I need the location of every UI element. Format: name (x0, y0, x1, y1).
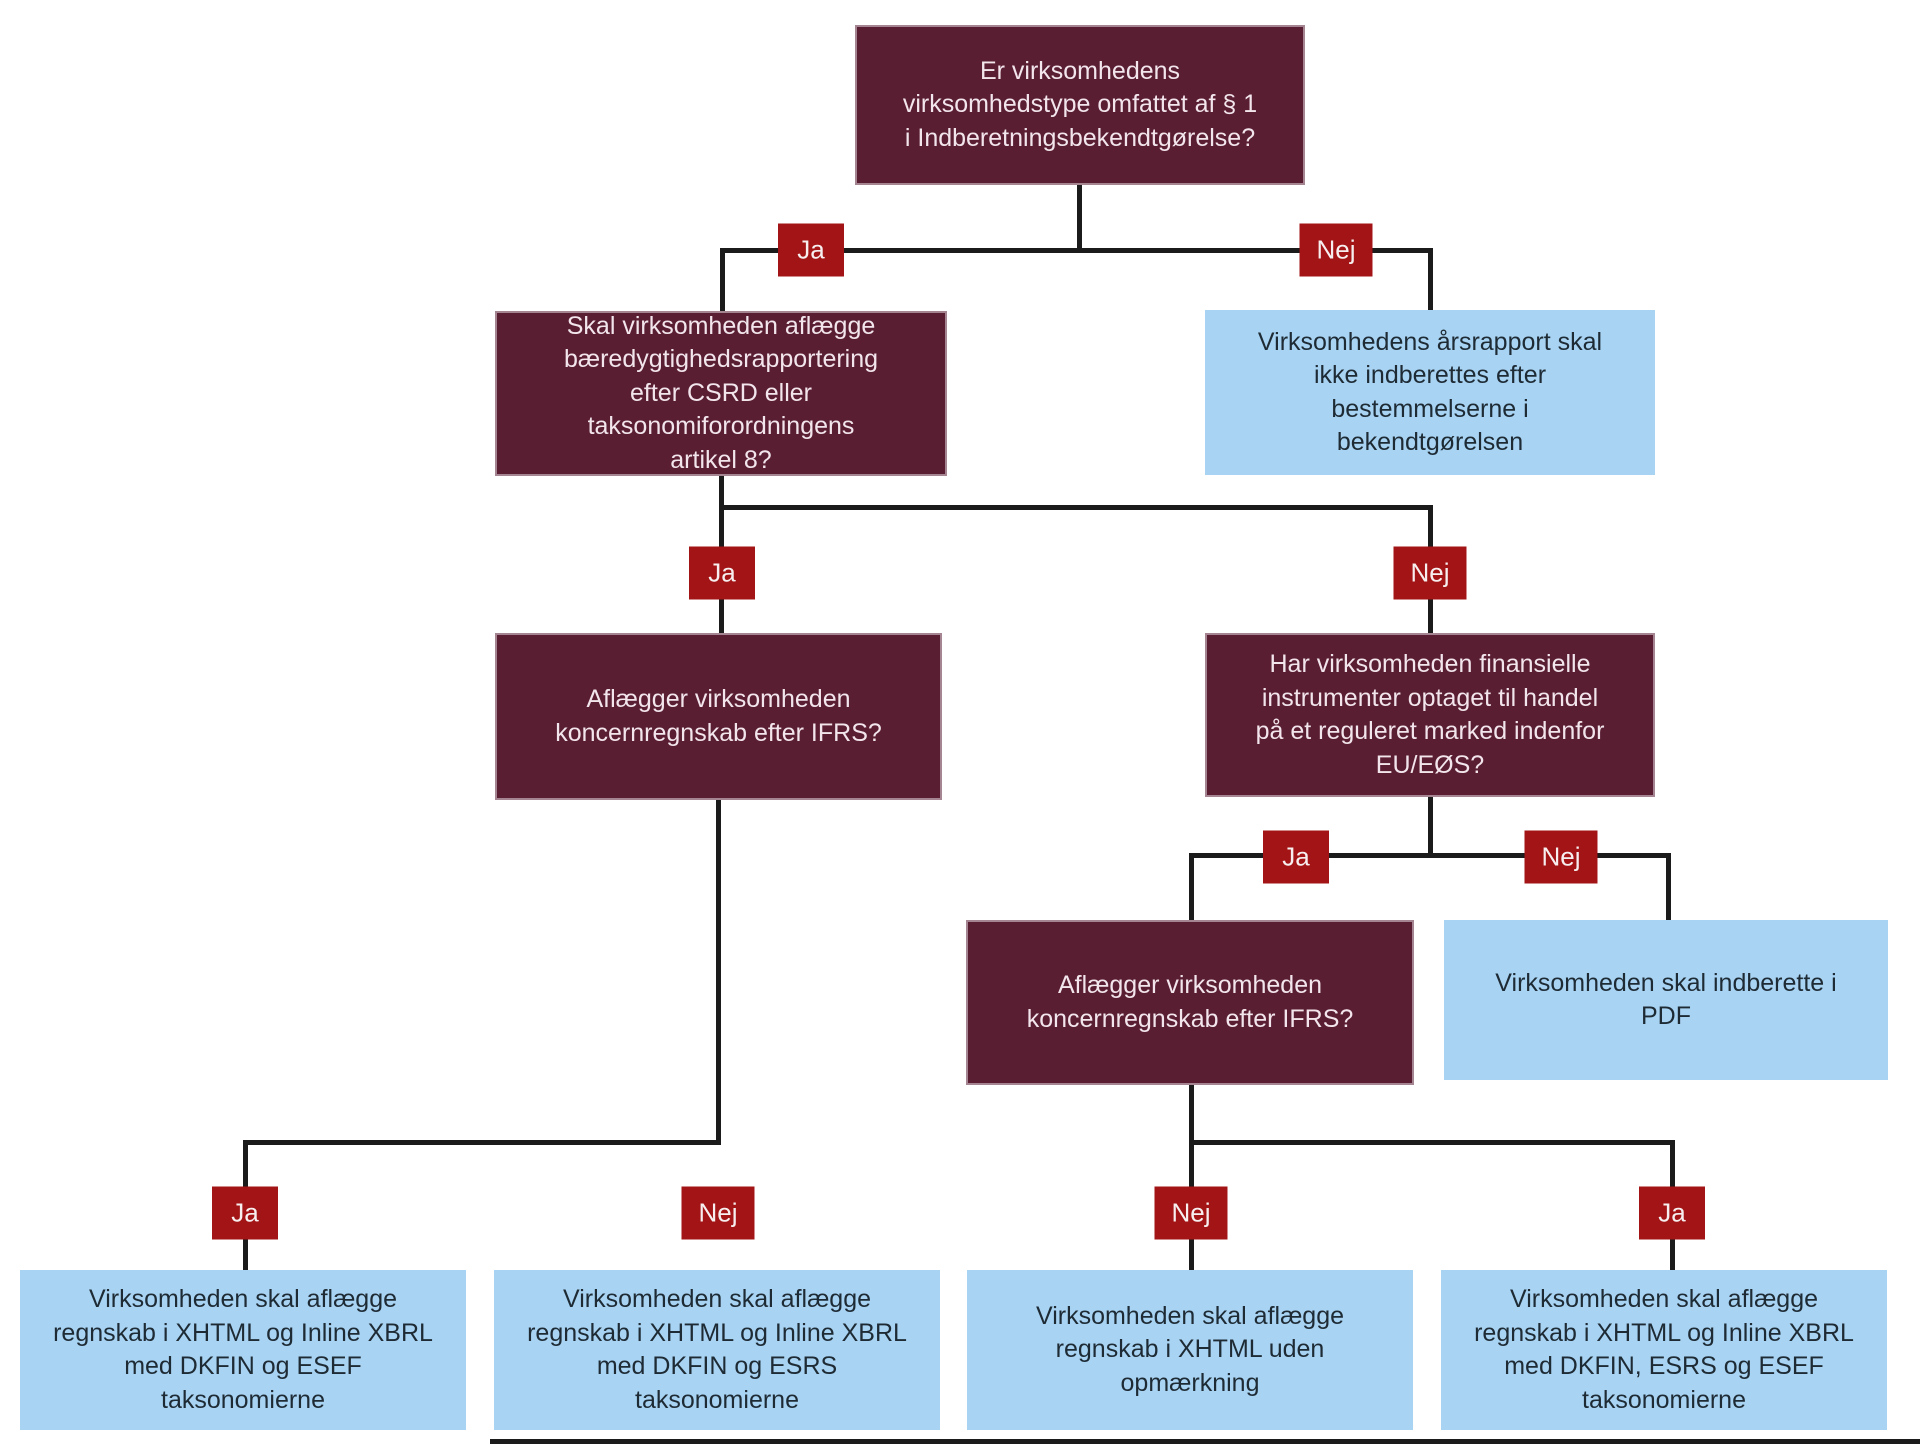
edge-label-ja: Ja (1639, 1186, 1705, 1240)
connector-line (1428, 797, 1433, 858)
edge-label-nej: Nej (1154, 1186, 1228, 1240)
outcome-ikke-indberettes: Virksomhedens årsrapport skal ikke indbe… (1205, 310, 1655, 475)
decision-ifrs-hoejre: Aflægger virksomheden koncernregnskab ef… (966, 920, 1414, 1085)
edge-label-nej: Nej (1524, 830, 1598, 884)
connector-line (1189, 1085, 1194, 1273)
decision-virksomhedstype-text: Er virksomhedens virksomhedstype omfatte… (902, 56, 1258, 152)
outcome-pdf: Virksomheden skal indberette i PDF (1444, 920, 1888, 1080)
decision-finansielle-instrumenter: Har virksomheden finansielle instrumente… (1205, 633, 1655, 797)
outcome-dkfin-esrs-text: Virksomheden skal aflægge regnskab i XHT… (527, 1285, 907, 1414)
edge-label-nej: Nej (1299, 223, 1373, 277)
decision-virksomhedstype: Er virksomhedens virksomhedstype omfatte… (855, 25, 1305, 185)
decision-csrd-taksonomi-text: Skal virksomheden aflægge bæredygtigheds… (563, 311, 879, 474)
connector-line (1189, 1140, 1675, 1145)
edge-label-ja: Ja (778, 223, 844, 277)
outcome-dkfin-esef-text: Virksomheden skal aflægge regnskab i XHT… (53, 1285, 433, 1414)
decision-csrd-taksonomi: Skal virksomheden aflægge bæredygtigheds… (495, 311, 947, 476)
connector-line (716, 800, 721, 1145)
connector-line (1666, 853, 1671, 923)
outcome-ikke-indberettes-text: Virksomhedens årsrapport skal ikke indbe… (1257, 327, 1603, 457)
decision-ifrs-venstre-text: Aflægger virksomheden koncernregnskab ef… (555, 685, 882, 747)
outcome-xhtml-uden-opmaerkning-text: Virksomheden skal aflægge regnskab i XHT… (1035, 1301, 1345, 1397)
outcome-dkfin-esef: Virksomheden skal aflægge regnskab i XHT… (20, 1270, 466, 1430)
connector-line (1077, 183, 1082, 253)
decision-finansielle-instrumenter-text: Har virksomheden finansielle instrumente… (1255, 650, 1605, 779)
decision-ifrs-hoejre-text: Aflægger virksomheden koncernregnskab ef… (1026, 971, 1354, 1033)
edge-label-nej: Nej (681, 1186, 755, 1240)
edge-label-ja: Ja (689, 546, 755, 600)
decision-ifrs-venstre: Aflægger virksomheden koncernregnskab ef… (495, 633, 942, 800)
connector-line (1189, 853, 1671, 858)
connector-line (720, 248, 1433, 253)
outcome-dkfin-esrs-esef: Virksomheden skal aflægge regnskab i XHT… (1441, 1270, 1887, 1430)
connector-line (243, 1140, 721, 1145)
outcome-dkfin-esrs-esef-text: Virksomheden skal aflægge regnskab i XHT… (1474, 1285, 1854, 1414)
outcome-dkfin-esrs: Virksomheden skal aflægge regnskab i XHT… (494, 1270, 940, 1430)
connector-line (1428, 248, 1433, 313)
edge-label-ja: Ja (212, 1186, 278, 1240)
outcome-xhtml-uden-opmaerkning: Virksomheden skal aflægge regnskab i XHT… (967, 1270, 1413, 1430)
outcome-pdf-text: Virksomheden skal indberette i PDF (1495, 968, 1837, 1031)
edge-label-nej: Nej (1393, 546, 1467, 600)
edge-label-ja: Ja (1263, 830, 1329, 884)
connector-line (720, 248, 725, 314)
page-bottom-rule (490, 1439, 1920, 1444)
connector-line (719, 505, 1433, 510)
connector-line (1189, 853, 1194, 923)
